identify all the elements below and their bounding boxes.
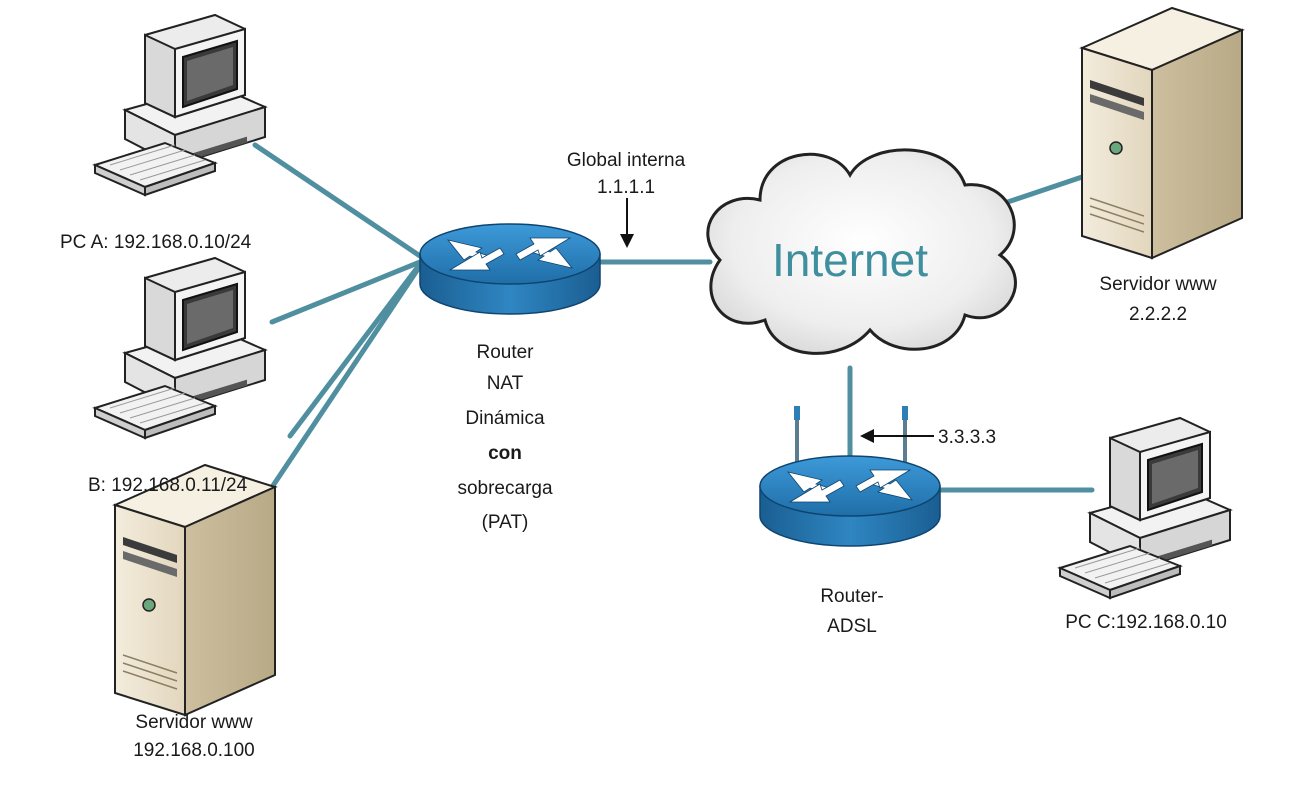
link-pc-a-router: [252, 142, 423, 259]
pc-c-icon: [1059, 417, 1231, 599]
arrow-global-interna: [620, 198, 634, 248]
pc-b-label: B: 192.168.0.11/24: [88, 475, 248, 496]
global-interna-label-2: 1.1.1.1: [597, 177, 655, 198]
router-nat-icon: [419, 223, 601, 315]
router-nat-label-6: (PAT): [482, 512, 529, 533]
router-nat-label-2: NAT: [487, 373, 524, 394]
router-nat-label-3: Dinámica: [465, 408, 545, 429]
server-local-label-1: Servidor www: [135, 712, 252, 733]
pc-a-label: PC A: 192.168.0.10/24: [60, 232, 252, 253]
arrow-adsl-ip: [860, 429, 934, 443]
router-nat-label-1: Router: [476, 342, 534, 363]
pc-b-icon: [94, 257, 266, 439]
server-remote-icon: [1081, 7, 1243, 259]
internet-label: Internet: [772, 234, 928, 286]
adsl-ip-label: 3.3.3.3: [938, 427, 996, 448]
link-pc-b2-router: [287, 261, 423, 439]
link-pc-b-router: [269, 259, 423, 325]
server-local-icon: [114, 464, 276, 716]
server-remote-label-1: Servidor www: [1099, 274, 1216, 295]
router-adsl-label-1: Router-: [820, 586, 883, 607]
server-remote-label-2: 2.2.2.2: [1129, 304, 1187, 325]
link-server-router: [247, 263, 423, 523]
global-interna-label-1: Global interna: [567, 150, 686, 171]
router-nat-label-5: sobrecarga: [457, 478, 552, 499]
internet-cloud-icon: [706, 148, 1017, 355]
pc-a-icon: [94, 14, 266, 196]
pc-c-label: PC C:192.168.0.10: [1065, 612, 1227, 633]
server-local-label-2: 192.168.0.100: [133, 740, 255, 761]
router-adsl-label-2: ADSL: [827, 616, 877, 637]
router-nat-label-4: con: [488, 443, 522, 464]
router-adsl-icon: [759, 406, 941, 547]
